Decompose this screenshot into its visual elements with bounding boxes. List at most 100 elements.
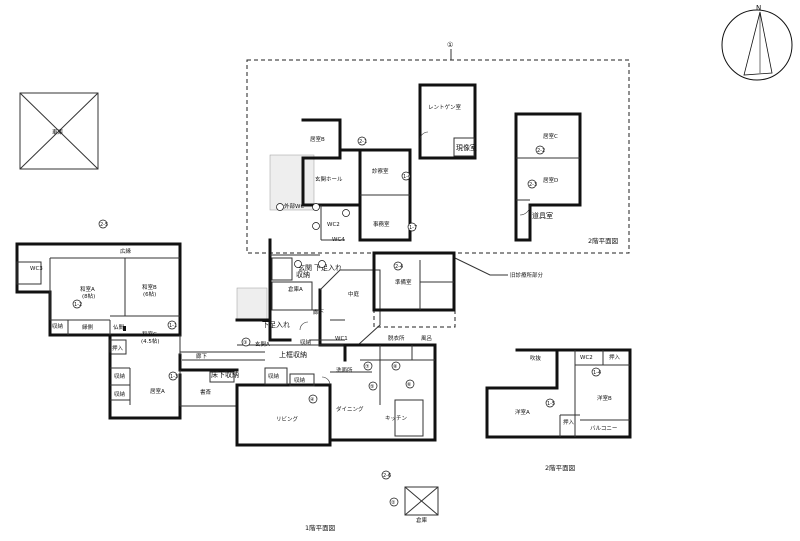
svg-text:②: ②: [391, 500, 396, 506]
room-engawa: 広縁: [120, 247, 132, 255]
bath-kitchen-block: 脱衣所 風呂 洗面所 ダイニング キッチン: [328, 334, 437, 442]
marker-1: ①: [447, 41, 453, 60]
room-dining: ダイニング: [336, 405, 364, 413]
room-kitchen: キッチン: [385, 415, 408, 422]
north-compass: N: [721, 4, 793, 81]
svg-text:2-2: 2-2: [537, 148, 545, 154]
svg-text:③: ③: [243, 340, 247, 346]
storage-building-symbol: 倉庫: [404, 486, 439, 524]
room-shuno-3: 収納: [114, 390, 126, 398]
room-fukinuke: 吹抜: [530, 354, 542, 362]
label-getabako-2: 下足入れ: [314, 264, 342, 272]
storage-building-label: 倉庫: [416, 516, 428, 524]
room-wc2: WC2: [327, 222, 340, 228]
room-tool: 道具室: [532, 211, 553, 220]
room-genzo: 現像室: [456, 143, 477, 152]
svg-text:2-6: 2-6: [383, 473, 391, 479]
garage-symbol: 車庫: [19, 92, 99, 170]
svg-text:1-2: 1-2: [74, 302, 82, 308]
svg-text:①: ①: [447, 41, 453, 49]
svg-text:⑧: ⑧: [393, 364, 398, 370]
room-xray: レントゲン室: [428, 103, 462, 111]
room-shuno-2: 収納: [114, 372, 126, 380]
room-shuno-1: 収納: [52, 322, 64, 330]
room-kura-a: 倉庫A: [288, 285, 303, 293]
living-wing: 居室A 収納 収納 書斎 廊下 リビング 収納 収納 上框収納 床下収納: [108, 335, 332, 447]
room-rouka-2: 廊下: [313, 308, 325, 316]
room-kyoshitsu-c: 居室C: [543, 132, 558, 140]
room-genkan-a: 玄関A: [255, 340, 270, 348]
room-washitsu-c-size: (4.5帖): [141, 337, 160, 345]
svg-text:2-3: 2-3: [529, 182, 537, 188]
room-shinsatsu: 診察室: [372, 167, 389, 175]
door-swings: [299, 131, 531, 386]
old-clinic-block: 玄関ホール 診察室 事務室 居室B レントゲン室 現像室 準備室 WC2 WC4…: [269, 83, 477, 312]
room-washitsu-c-name: 和室C: [142, 330, 157, 338]
room-kyoshitsu-d: 居室D: [543, 176, 558, 184]
room-engawa-2: 縁側: [82, 323, 94, 331]
room-oshiire-2f: 押入: [609, 353, 621, 361]
svg-text:⑥: ⑥: [407, 382, 412, 388]
room-datsuisho: 脱衣所: [388, 334, 405, 342]
room-oshiire: 押入: [112, 344, 124, 352]
room-wc1: WC1: [335, 336, 348, 342]
room-shuno-5: 収納: [294, 376, 306, 384]
room-clinic-hall: 玄関ホール: [315, 175, 343, 183]
room-shuno-6: 収納: [300, 338, 312, 346]
room-shuno-4: 収納: [268, 372, 280, 380]
svg-text:④: ④: [310, 397, 315, 403]
room-youshitsu-a: 洋室A: [515, 408, 530, 416]
svg-text:1-4: 1-4: [593, 370, 601, 376]
floor2-house-plan: 吹抜 WC2 押入 洋室A 洋室B 押入 バルコニー 2階平面図: [485, 348, 632, 472]
room-gaibu-wc: 外部WC: [284, 202, 304, 210]
svg-text:1-6: 1-6: [403, 174, 411, 180]
room-washitsu-a-name: 和室A: [80, 285, 95, 293]
central-block: 玄関A 玄関 倉庫A 廊下 WC1 収納 下足入れ 下足入れ 収納: [235, 238, 348, 362]
room-balcony: バルコニー: [590, 425, 617, 432]
svg-text:1-5: 1-5: [547, 401, 555, 407]
room-shuno-small: 収納: [296, 270, 310, 279]
svg-text:⑦: ⑦: [365, 364, 370, 370]
svg-text:2-4: 2-4: [395, 264, 403, 270]
svg-text:⑤: ⑤: [370, 384, 374, 390]
svg-text:1-7: 1-7: [409, 225, 417, 231]
room-living: リビング: [276, 415, 299, 423]
old-clinic-lower-outline: [373, 253, 456, 328]
room-wc2-2f: WC2: [580, 355, 593, 361]
floor2-clinic-title: 2階平面図: [588, 236, 618, 245]
room-washitsu-b-size: (6帖): [143, 290, 156, 298]
room-youshitsu-b: 洋室B: [597, 394, 612, 402]
room-butsuma: 仏間: [113, 324, 125, 331]
japanese-wing: 広縁 和室A (8帖) 和室B (6帖) 和室C (4.5帖) 仏間 収納 縁側…: [15, 242, 182, 356]
north-label: N: [756, 4, 761, 12]
svg-text:2-1: 2-1: [359, 139, 367, 145]
garage-label: 車庫: [52, 128, 64, 136]
room-kyoshitsu-a: 居室A: [150, 387, 165, 395]
label-getabako: 下足入れ: [262, 321, 290, 329]
room-oshiire2-2f: 押入: [563, 418, 575, 426]
room-jumbi: 準備室: [395, 278, 412, 286]
svg-text:2-5: 2-5: [100, 222, 108, 228]
floor2-house-title: 2階平面図: [545, 463, 575, 472]
label-kamachi: 上框収納: [279, 350, 307, 359]
callout-line: [454, 257, 508, 276]
room-shosai: 書斎: [200, 388, 212, 396]
room-washitsu-b-name: 和室B: [142, 283, 157, 291]
room-genkan-small: 玄関: [298, 263, 312, 272]
room-rouka-1: 廊下: [196, 352, 208, 360]
svg-text:1-1: 1-1: [169, 323, 177, 329]
room-senmenjo: 洗面所: [336, 366, 353, 374]
courtyard: 中庭: [319, 269, 381, 346]
room-wc3: WC3: [30, 266, 43, 272]
floor1-title: 1階平面図: [305, 523, 335, 532]
room-chuniwa: 中庭: [348, 290, 360, 298]
callout-label: 旧診療所部分: [510, 271, 544, 279]
room-jimu: 事務室: [373, 220, 390, 228]
label-yuka: 床下収納: [211, 370, 239, 379]
photo-markers: 2-5 1-2 1-1 1-3 ③ ④ ⑤ ⑥ ⑦ ⑧ 2-1 1-6 1-7 …: [72, 136, 601, 507]
room-wc4: WC4: [332, 237, 345, 243]
svg-text:1-3: 1-3: [170, 374, 178, 380]
room-washitsu-a-size: (8帖): [82, 292, 95, 300]
floor2-clinic-plan: 居室C 居室D 道具室 2階平面図: [514, 112, 618, 245]
